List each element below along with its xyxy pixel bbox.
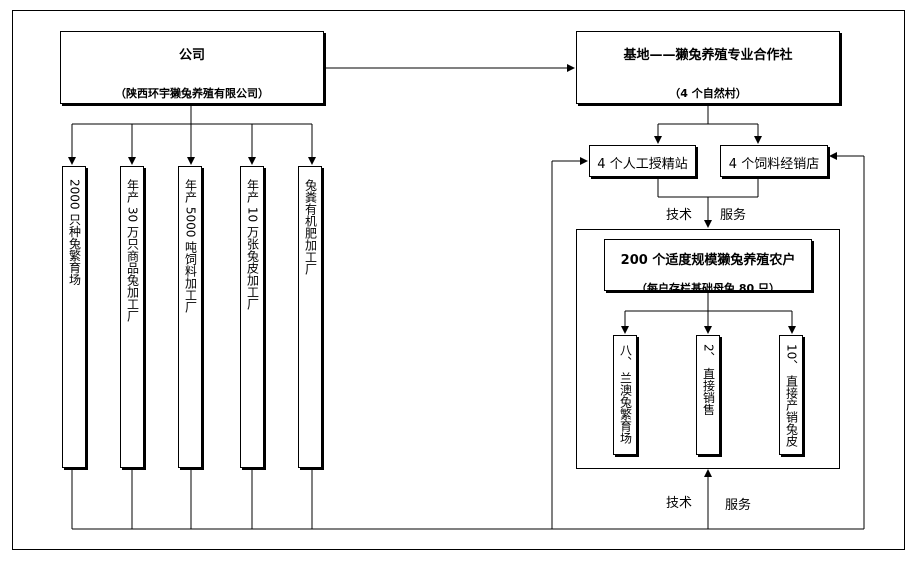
farmers-title: 200 个适度规模獭兔养殖农户 [620, 253, 796, 268]
company-unit-1-label: 2000 只种兔繁育场 [67, 179, 81, 286]
station-feed-label: 4 个饲料经销店 [728, 157, 820, 172]
company-subtitle: （陕西环宇獭兔养殖有限公司） [115, 87, 269, 100]
company-unit-4: 年产 10 万张兔皮加工厂 [240, 166, 264, 468]
service-bottom-tech: 技术 [666, 496, 693, 511]
outer-frame [12, 10, 905, 550]
farmers-frame [576, 229, 840, 469]
station-ai-label: 4 个人工授精站 [597, 157, 688, 172]
company-unit-2-label: 年产 30 万只商品兔加工厂 [125, 179, 139, 322]
company-unit-5: 兔粪有机肥加工厂 [298, 166, 322, 468]
farmer-unit-3: 10、 直接产销兔皮 [779, 335, 803, 455]
company-unit-1: 2000 只种兔繁育场 [62, 166, 86, 468]
base-box: 基地——獭兔养殖专业合作社 （4 个自然村） [576, 31, 840, 104]
company-unit-5-label: 兔粪有机肥加工厂 [303, 179, 317, 275]
station-ai-box: 4 个人工授精站 [589, 145, 696, 177]
base-subtitle: （4 个自然村） [669, 87, 747, 100]
station-feed-box: 4 个饲料经销店 [720, 145, 828, 177]
company-title: 公司 [178, 48, 205, 63]
service-top-service: 服务 [720, 208, 747, 223]
farmer-unit-3-label: 10、 直接产销兔皮 [784, 344, 798, 448]
company-box: 公司 （陕西环宇獭兔养殖有限公司） [60, 31, 324, 104]
company-unit-2: 年产 30 万只商品兔加工厂 [120, 166, 144, 468]
farmer-unit-1-label: 八、 兰澳兔繁育场 [618, 344, 632, 444]
service-top-tech: 技术 [666, 208, 693, 223]
farmer-unit-2: 2、 直接销售 [696, 335, 720, 455]
service-bottom-service: 服务 [725, 498, 752, 513]
company-unit-3: 年产 5000 吨饲料加工厂 [178, 166, 202, 468]
farmer-unit-1: 八、 兰澳兔繁育场 [613, 335, 637, 455]
farmer-unit-2-label: 2、 直接销售 [701, 344, 715, 416]
company-unit-4-label: 年产 10 万张兔皮加工厂 [245, 179, 259, 310]
farmers-subtitle: （每户存栏基础母兔 80 只） [636, 282, 780, 291]
company-unit-3-label: 年产 5000 吨饲料加工厂 [183, 179, 197, 314]
base-title: 基地——獭兔养殖专业合作社 [623, 48, 793, 63]
farmers-box: 200 个适度规模獭兔养殖农户 （每户存栏基础母兔 80 只） [604, 239, 812, 291]
